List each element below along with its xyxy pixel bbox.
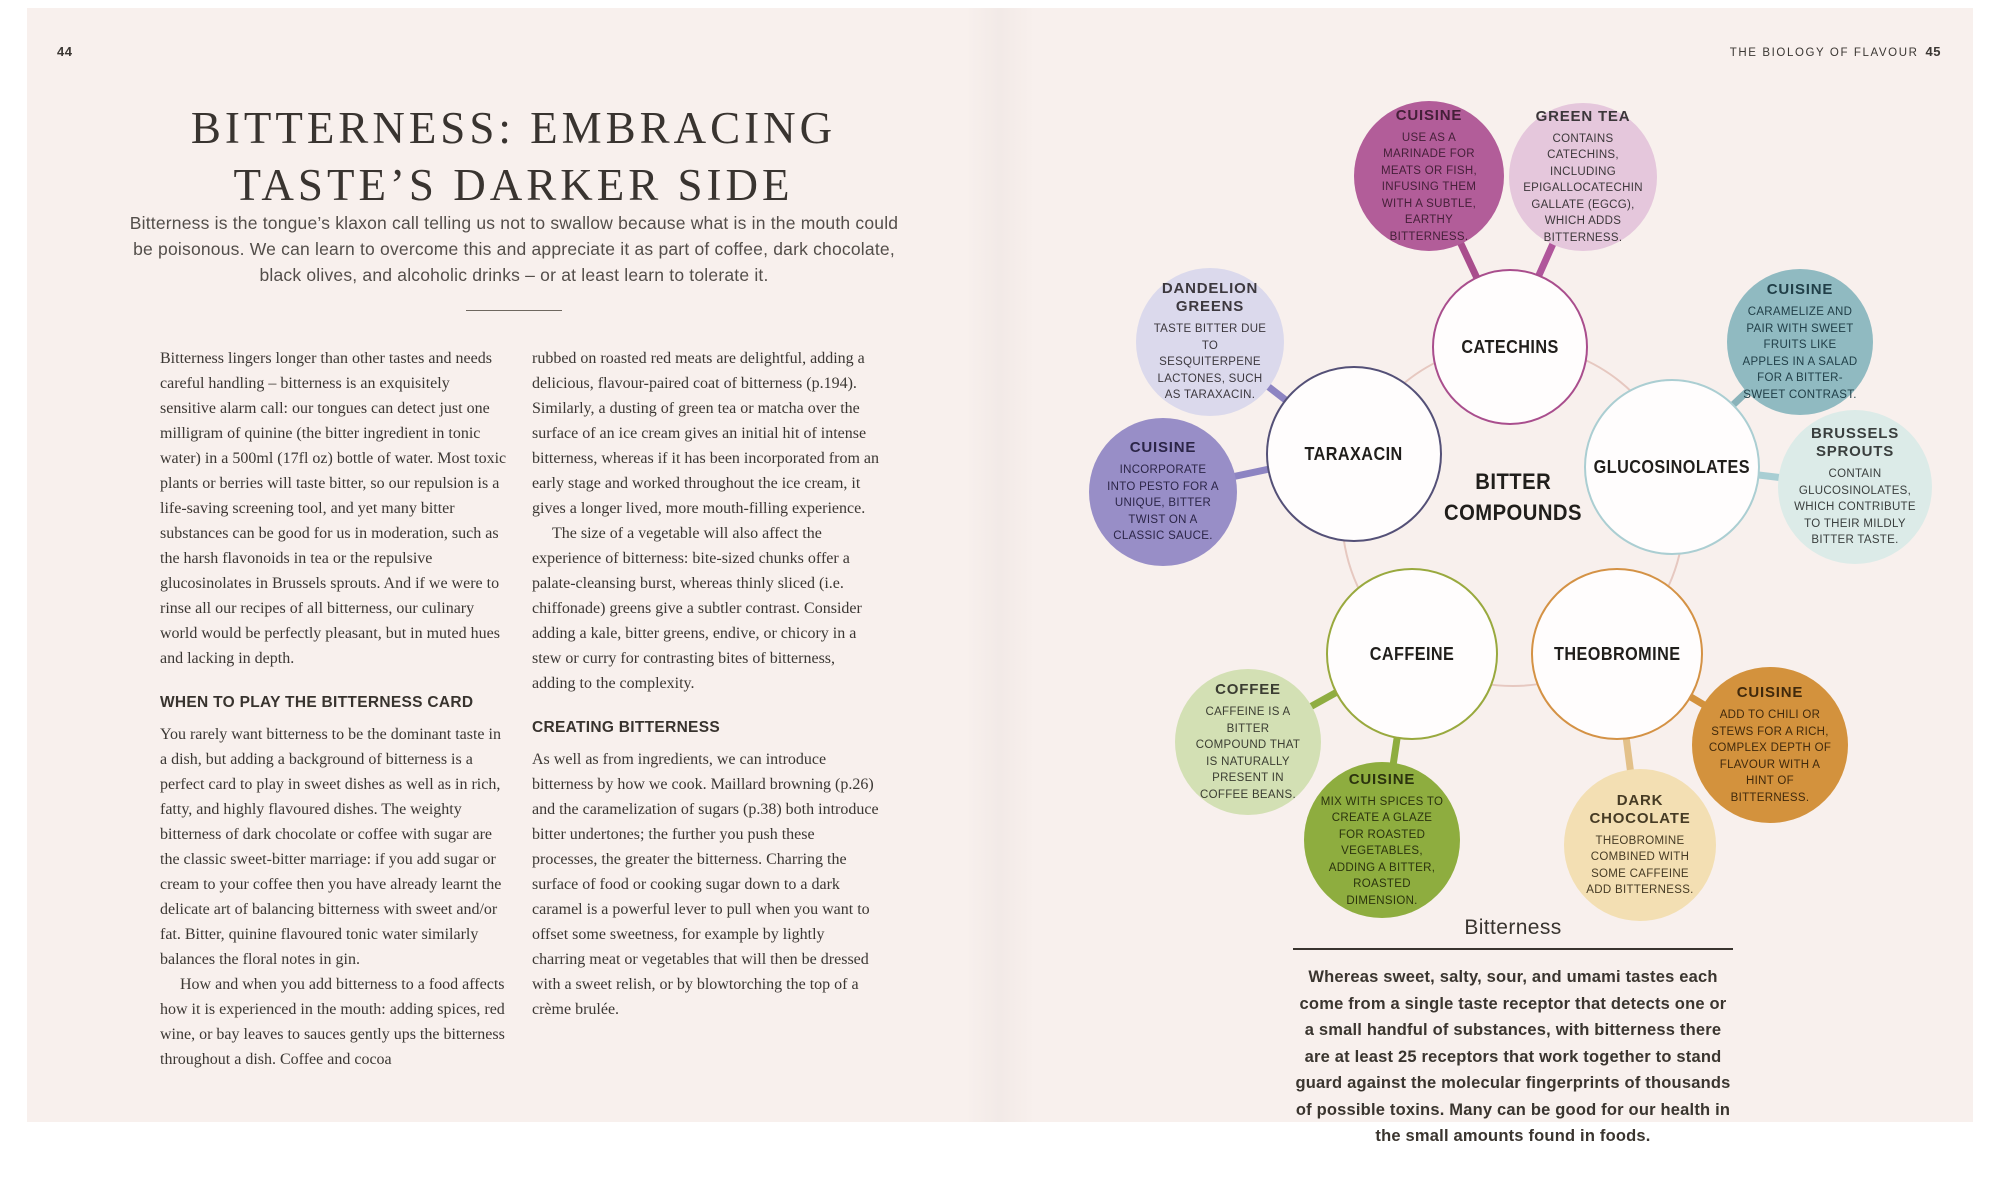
bubble-cuisine-caramelize: CUISINE CARAMELIZE AND PAIR WITH SWEET F…	[1727, 269, 1873, 415]
caption-title: Bitterness	[1464, 916, 1562, 939]
bubble-title: DARK CHOCOLATE	[1589, 791, 1691, 827]
body-column-2: rubbed on roasted red meats are delightf…	[532, 346, 880, 1022]
bubble-body: USE AS A MARINADE FOR MEATS OR FISH, INF…	[1381, 131, 1477, 243]
node-theobromine: THEOBROMINE	[1531, 568, 1703, 740]
running-head-title: THE BIOLOGY OF FLAVOUR	[1729, 47, 1919, 59]
node-glucosinolates: GLUCOSINOLATES	[1584, 379, 1760, 555]
bubble-title: CUISINE	[1348, 770, 1416, 788]
bubble-body: ADD TO CHILI OR STEWS FOR A RICH, COMPLE…	[1708, 709, 1832, 804]
node-taraxacin: TARAXACIN	[1266, 366, 1442, 542]
body-column-1: Bitterness lingers longer than other tas…	[160, 346, 508, 1072]
node-caffeine: CAFFEINE	[1326, 568, 1498, 740]
standfirst-divider	[466, 310, 562, 311]
bitter-compounds-diagram: CATECHINS TARAXACIN GLUCOSINOLATES CAFFE…	[1000, 8, 1973, 1145]
bubble-title: CUISINE	[1129, 439, 1197, 457]
paragraph: The size of a vegetable will also affect…	[532, 525, 862, 692]
diagram-center-label: BITTER COMPOUNDS	[1413, 466, 1613, 528]
node-label: TARAXACIN	[1304, 443, 1404, 464]
bubble-dark-chocolate: DARK CHOCOLATE THEOBROMINE COMBINED WITH…	[1564, 769, 1716, 921]
node-label: THEOBROMINE	[1553, 643, 1681, 664]
node-label: CAFFEINE	[1369, 643, 1455, 664]
bubble-body: CONTAIN GLUCOSINOLATES, WHICH CONTRIBUTE…	[1794, 468, 1916, 547]
article-title-line1: BITTERNESS: EMBRACING	[190, 103, 837, 153]
paragraph: How and when you add bitterness to a foo…	[160, 976, 505, 1068]
paragraph: You rarely want bitterness to be the dom…	[160, 726, 502, 968]
paragraph: As well as from ingredients, we can intr…	[532, 751, 879, 1018]
section-heading-when-to-play: WHEN TO PLAY THE BITTERNESS CARD	[160, 694, 474, 711]
bubble-title: GREEN TEA	[1535, 107, 1631, 125]
bubble-cuisine-glaze: CUISINE MIX WITH SPICES TO CREATE A GLAZ…	[1304, 762, 1460, 918]
bubble-title: CUISINE	[1395, 106, 1463, 124]
node-label: GLUCOSINOLATES	[1593, 456, 1751, 477]
caption-body: Whereas sweet, salty, sour, and umami ta…	[1295, 968, 1731, 1145]
bubble-body: MIX WITH SPICES TO CREATE A GLAZE FOR RO…	[1320, 795, 1444, 907]
bubble-cuisine-chili: CUISINE ADD TO CHILI OR STEWS FOR A RICH…	[1692, 667, 1848, 823]
bubble-body: CAFFEINE IS A BITTER COMPOUND THAT IS NA…	[1195, 706, 1301, 801]
diagram-center-line1: BITTER	[1475, 469, 1551, 494]
paragraph: Bitterness lingers longer than other tas…	[160, 350, 507, 667]
bubble-green-tea: GREEN TEA CONTAINS CATECHINS, INCLUDING …	[1509, 103, 1657, 251]
diagram-caption: Bitterness Whereas sweet, salty, sour, a…	[1293, 916, 1733, 1150]
running-head: THE BIOLOGY OF FLAVOUR 45	[1730, 44, 1941, 59]
bubble-title: COFFEE	[1215, 681, 1281, 698]
bubble-title: BRUSSELS SPROUTS	[1810, 425, 1900, 461]
page-background: 44 THE BIOLOGY OF FLAVOUR 45 BITTERNESS: …	[27, 8, 1973, 1145]
standfirst: Bitterness is the tongue’s klaxon call t…	[129, 213, 899, 285]
bubble-cuisine-pesto: CUISINE INCORPORATE INTO PESTO FOR A UNI…	[1089, 418, 1237, 566]
bubble-title: CUISINE	[1766, 281, 1834, 298]
article-title: BITTERNESS: EMBRACING TASTE’S DARKER SID…	[27, 100, 1000, 214]
bubble-brussels-sprouts: BRUSSELS SPROUTS CONTAIN GLUCOSINOLATES,…	[1778, 410, 1932, 564]
page-number-right: 45	[1925, 44, 1941, 59]
caption-divider	[1293, 948, 1733, 950]
bubble-title: CUISINE	[1736, 684, 1804, 701]
node-label: CATECHINS	[1461, 336, 1559, 357]
paragraph: rubbed on roasted red meats are delightf…	[532, 350, 879, 517]
bubble-coffee: COFFEE CAFFEINE IS A BITTER COMPOUND THA…	[1175, 669, 1321, 815]
bubble-body: CONTAINS CATECHINS, INCLUDING EPIGALLOCA…	[1523, 132, 1643, 244]
node-catechins: CATECHINS	[1432, 269, 1588, 425]
diagram-center-line2: COMPOUNDS	[1444, 500, 1582, 525]
page-number-left: 44	[57, 44, 73, 59]
bubble-body: THEOBROMINE COMBINED WITH SOME CAFFEINE …	[1586, 834, 1694, 897]
article-title-line2: TASTE’S DARKER SIDE	[233, 160, 794, 210]
bubble-dandelion-greens: DANDELION GREENS TASTE BITTER DUE TO SES…	[1136, 268, 1284, 416]
section-heading-creating-bitterness: CREATING BITTERNESS	[532, 719, 720, 736]
bubble-cuisine-marinade: CUISINE USE AS A MARINADE FOR MEATS OR F…	[1354, 101, 1504, 251]
bubble-body: CARAMELIZE AND PAIR WITH SWEET FRUITS LI…	[1742, 306, 1858, 401]
bubble-body: INCORPORATE INTO PESTO FOR A UNIQUE, BIT…	[1107, 464, 1219, 543]
bubble-body: TASTE BITTER DUE TO SESQUITERPENE LACTON…	[1153, 323, 1267, 402]
bubble-title: DANDELION GREENS	[1161, 280, 1259, 316]
